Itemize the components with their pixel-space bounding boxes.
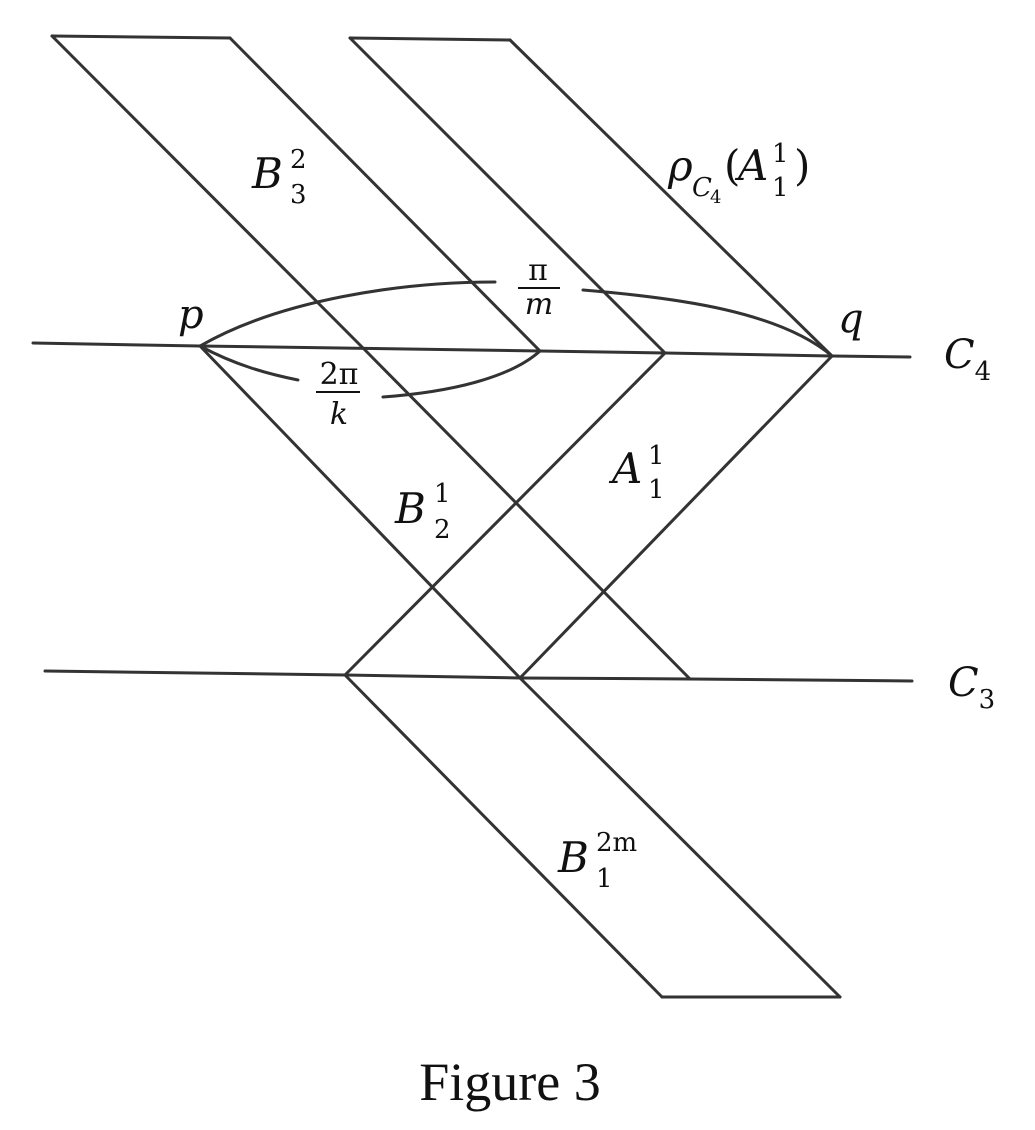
strip-b1-2m-left-edge [343, 673, 664, 999]
svg-text:1: 1 [772, 173, 789, 203]
svg-text:A: A [734, 141, 768, 190]
svg-text:1: 1 [434, 479, 451, 509]
strip-a1-1-left-edge [343, 351, 667, 677]
curve-c4-line [31, 341, 912, 359]
strip-rho-a1-1-left-edge [348, 36, 667, 355]
strip-rho-a1-1-right-edge [508, 38, 834, 358]
region-b1-2m-label: B 2m 1 [557, 828, 637, 894]
svg-text:B: B [394, 484, 426, 533]
svg-text:π: π [528, 253, 548, 288]
figure-caption: Figure 3 [419, 1052, 601, 1112]
strip-a1-1-right-edge [518, 354, 834, 680]
region-rho-a1-1-label: ρ C 4 ( A 1 1 ) [667, 139, 810, 208]
svg-text:1: 1 [772, 139, 789, 169]
angle-arc-2pi-k-left [198, 344, 300, 382]
svg-text:2: 2 [434, 515, 451, 545]
svg-text:B: B [251, 149, 283, 198]
svg-text:ρ: ρ [667, 141, 693, 190]
angle-2pi-k-label: 2π k [316, 357, 360, 432]
svg-text:4: 4 [710, 187, 721, 208]
svg-text:2: 2 [290, 145, 307, 175]
point-p-label: p [178, 292, 204, 338]
svg-text:1: 1 [648, 441, 665, 471]
angle-pi-m-label: π m [518, 253, 560, 322]
svg-text:1: 1 [648, 475, 665, 505]
strip-b2-1-b1-2m-edge [198, 344, 842, 999]
curve-c4-label: C4 [944, 332, 991, 387]
svg-text:A: A [608, 444, 642, 493]
svg-text:B: B [557, 833, 589, 882]
angle-arc-pi-m-right [581, 288, 834, 358]
svg-text:): ) [794, 141, 810, 190]
angle-arc-2pi-k-right [381, 349, 542, 399]
curve-c3-label: C3 [948, 660, 995, 715]
region-b2-1-label: B 1 2 [394, 479, 451, 545]
svg-text:2π: 2π [320, 357, 359, 392]
angle-arc-pi-m-left [198, 280, 497, 348]
strip-rho-a1-1-top-edge [348, 36, 512, 42]
region-b1-2m-sup: 2m [596, 828, 637, 858]
strip-b3-2-left-edge [50, 34, 692, 681]
svg-text:k: k [330, 397, 348, 432]
curve-c3-line [43, 669, 914, 683]
region-a1-1-label: A 1 1 [608, 441, 665, 505]
svg-text:C: C [692, 173, 712, 203]
svg-text:(: ( [724, 141, 740, 190]
point-q-label: q [838, 296, 864, 342]
svg-text:1: 1 [596, 864, 613, 894]
strip-b3-2-right-edge [228, 36, 542, 353]
svg-text:m: m [525, 287, 553, 322]
strip-b3-2-top-edge [50, 34, 232, 40]
svg-text:3: 3 [290, 180, 307, 210]
region-b3-2-label: B 2 3 [251, 145, 307, 210]
